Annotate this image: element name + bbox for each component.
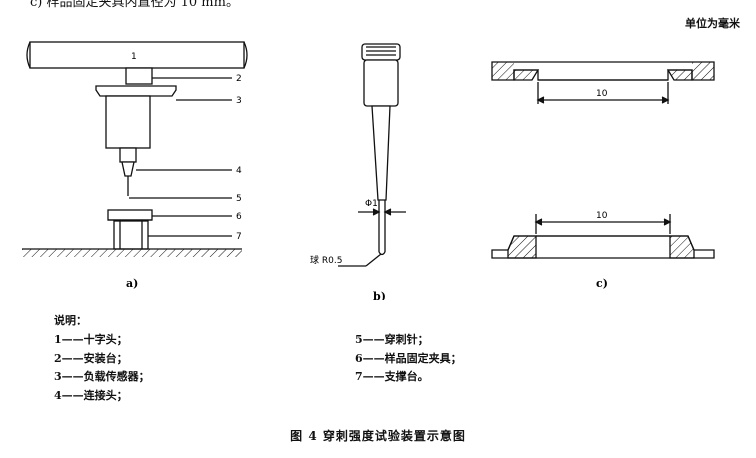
figure-diagram: 1 2 3 4 5 6 7 a) Φ1 球 R0.5 b) [22, 41, 715, 300]
callout-4: 5 [236, 194, 242, 204]
needle-taper [371, 105, 391, 201]
legend-right-column: 5——穿刺针； 6——样品固定夹具； 7——支撑台。 [355, 331, 462, 387]
figure-c [491, 61, 715, 259]
support-table [113, 220, 149, 250]
callout-3: 4 [236, 166, 242, 176]
mount-stem [125, 67, 153, 85]
callout-6: 7 [236, 232, 242, 242]
figure-a [22, 41, 248, 257]
connector [119, 147, 137, 163]
crosshead [29, 41, 245, 69]
dim-bottom-label: 10 [596, 211, 608, 221]
figure-c-label: c) [596, 277, 608, 290]
mounting-stage [95, 85, 177, 97]
legend-item: 1——十字头； [54, 333, 128, 346]
figure-a-label: a) [126, 277, 138, 290]
needle-body [363, 59, 399, 107]
unit-note: 单位为毫米 [685, 17, 740, 30]
figure-b [338, 43, 406, 267]
load-cell [105, 95, 151, 149]
callout-2: 3 [236, 96, 242, 106]
figure-b-label: b) [373, 290, 386, 300]
sample-fixture [107, 209, 153, 221]
legend-item: 2——安装台； [54, 351, 128, 365]
legend-item: 6——样品固定夹具； [355, 351, 462, 365]
legend-title: 说明： [54, 314, 87, 327]
legend-item: 7——支撑台。 [355, 370, 429, 383]
dim-top-label: 10 [596, 89, 608, 99]
partial-top-text: c) 样品固定夹具内直径为 10 mm。 [30, 0, 239, 10]
crosshead-number: 1 [131, 52, 137, 62]
legend-item: 4——连接头； [54, 388, 128, 402]
ball-radius-label: 球 R0.5 [310, 254, 342, 266]
diameter-label: Φ1 [365, 199, 378, 209]
legend-left-column: 1——十字头； 2——安装台； 3——负载传感器； 4——连接头； [54, 331, 150, 405]
callout-5: 6 [236, 212, 242, 222]
legend-item: 5——穿刺针； [355, 333, 429, 346]
callout-1: 2 [236, 74, 242, 84]
figure-caption: 图 4 穿刺强度试验装置示意图 [290, 429, 466, 443]
legend-item: 3——负载传感器； [54, 370, 150, 383]
